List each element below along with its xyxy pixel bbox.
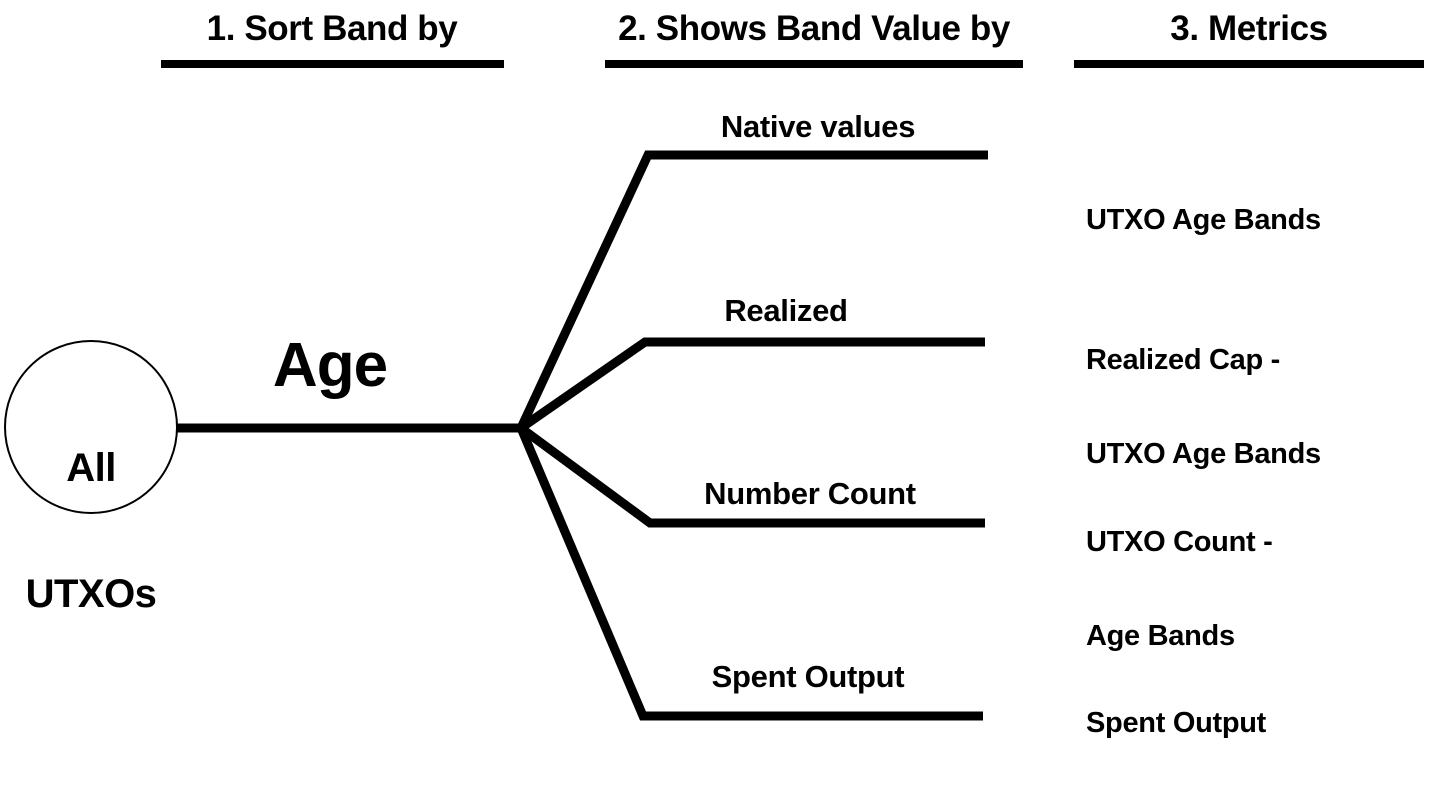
- branch-connector-spent-output: [516, 426, 983, 721]
- branch-label-spent-output: Spent Output: [711, 659, 905, 694]
- metric-line: Spent Output: [1086, 706, 1267, 739]
- branch-connector-number-count: [518, 424, 985, 528]
- metric-line: Realized Cap -: [1086, 343, 1281, 376]
- branch-connector-native-values: [516, 150, 988, 430]
- column-title-sort-band-by: 1. Sort Band by: [206, 9, 458, 48]
- branch-label-native-values: Native values: [720, 109, 916, 144]
- metric-line: UTXO Count -: [1086, 525, 1273, 558]
- column-title-metrics: 3. Metrics: [1170, 9, 1328, 48]
- metric-label-realized-cap-utxo-age-bands: Realized Cap - UTXO Age Bands: [1086, 282, 1426, 533]
- trunk-label-age: Age: [272, 331, 388, 400]
- root-node-label-line-1: All: [66, 446, 116, 490]
- metric-line: Age Bands: [1086, 619, 1235, 652]
- root-node-label: All UTXOs: [0, 363, 191, 699]
- column-title-shows-band-value-by: 2. Shows Band Value by: [618, 9, 1010, 48]
- branch-label-realized: Realized: [724, 293, 848, 328]
- metric-label-utxo-age-bands: UTXO Age Bands: [1086, 142, 1426, 299]
- metric-line: UTXO Age Bands: [1086, 437, 1321, 470]
- metric-label-utxo-count-age-bands: UTXO Count - Age Bands: [1086, 464, 1426, 715]
- branch-label-number-count: Number Count: [704, 476, 916, 511]
- metric-label-spent-output-age-bands: Spent Output Age Bands: [1086, 645, 1426, 798]
- branch-connector-realized: [518, 337, 985, 432]
- metric-line: UTXO Age Bands: [1086, 203, 1321, 236]
- root-node-label-line-2: UTXOs: [25, 572, 157, 616]
